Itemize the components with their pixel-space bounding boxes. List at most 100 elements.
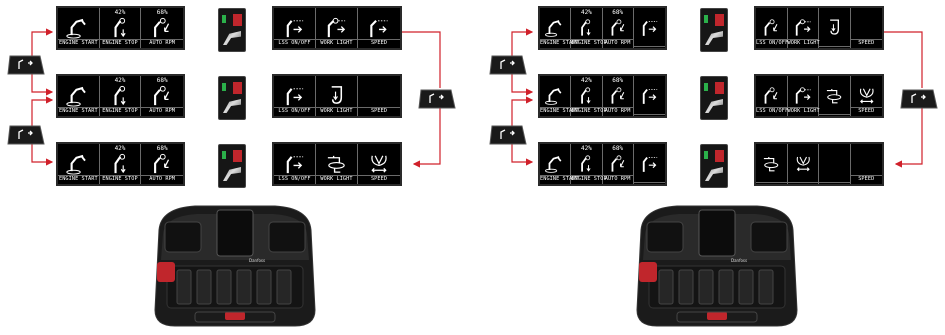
screen-button-cell: 68% AUTO RPM: [141, 144, 183, 184]
engine-stop-icon: [103, 84, 138, 107]
screen-button-label: AUTO RPM: [602, 107, 633, 115]
screen-button-cell: SPEED: [358, 144, 400, 184]
controller-brand-label: Danfoss: [249, 258, 266, 263]
screen-button-cell: WORK LIGHT: [316, 76, 358, 116]
red-indicator: [233, 150, 242, 162]
screen-button-cell: [633, 76, 665, 116]
lss-icon: [277, 152, 312, 175]
display-thumbnail: [218, 8, 246, 52]
screen-button-cell: SPEED: [358, 76, 400, 116]
joystick-controller: Danfoss: [145, 200, 325, 330]
screen-button-label: AUTO RPM: [602, 175, 633, 183]
boom-graphic: [223, 99, 241, 113]
rotate-icon: [759, 152, 784, 175]
auto-rpm-icon: [606, 152, 630, 175]
screen-button-label: ENGINE STOP: [571, 39, 607, 46]
screen-button-cell: WORK LIGHT: [316, 144, 358, 184]
boom-graphic: [705, 167, 723, 181]
engine-start-icon: [61, 152, 96, 175]
red-indicator: [233, 14, 242, 26]
lss-icon: [637, 84, 662, 107]
screen-button-cell: [633, 8, 665, 48]
screen-button-label: LSS ON/OFF: [274, 39, 315, 47]
percent-readout: 42%: [580, 9, 592, 16]
screen-button-label: [633, 182, 665, 183]
screen-button-label: ENGINE START: [540, 107, 579, 114]
green-indicator: [222, 151, 226, 159]
right-display-screen: SPEED: [754, 142, 884, 186]
screen-button-cell: LSS ON/OFF: [756, 8, 788, 48]
joystick-button-icon: [488, 54, 528, 76]
auto-rpm-icon: [759, 16, 784, 39]
lss-icon: [637, 16, 662, 39]
screen-button-cell: ENGINE START: [58, 144, 100, 184]
engine-start-icon: [543, 152, 567, 175]
screen-button-label: LSS ON/OFF: [274, 107, 315, 115]
joystick-button-icon: [488, 124, 528, 146]
screen-button-label: LSS ON/OFF: [756, 107, 789, 114]
auto-rpm-icon: [144, 16, 180, 39]
tilt-icon: [791, 152, 816, 175]
screen-button-cell: ENGINE START: [58, 8, 100, 48]
tilt-icon: [854, 84, 880, 107]
screen-button-label: ENGINE START: [540, 39, 579, 46]
percent-readout: 42%: [114, 9, 126, 16]
screen-button-cell: [756, 144, 788, 184]
work-light-icon: [791, 84, 816, 107]
boom-graphic: [223, 167, 241, 181]
screen-button-label: [819, 46, 850, 47]
screen-button-cell: [633, 144, 665, 184]
display-thumbnail: [700, 8, 728, 52]
screen-button-cell: ENGINE START: [540, 76, 579, 116]
rotate-icon: [319, 152, 354, 175]
percent-readout: 42%: [580, 145, 592, 152]
screen-button-cell: 68%AUTO RPM: [141, 76, 183, 116]
screen-button-cell: 42% ENGINE STOP: [571, 144, 607, 184]
screen-button-cell: 68%AUTO RPM: [602, 144, 634, 184]
auto-rpm-icon: [144, 84, 180, 107]
engine-stop-icon: [574, 152, 598, 175]
screen-button-label: WORK LIGHT: [316, 39, 357, 47]
tilt-icon: [361, 152, 397, 175]
screen-button-label: ENGINE STOP: [571, 175, 607, 182]
screen-button-cell: 42%ENGINE STOP: [99, 144, 142, 184]
joystick-controller: Danfoss: [627, 200, 807, 330]
work-light-icon: [319, 16, 354, 39]
screen-button-cell: 68%AUTO RPM: [141, 8, 183, 48]
hook-icon: [319, 84, 354, 107]
screen-button-cell: 42%ENGINE STOP: [99, 76, 142, 116]
screen-button-cell: [819, 8, 851, 48]
engine-stop-icon: [574, 84, 598, 107]
empty-slot: [854, 152, 880, 175]
screen-button-cell: LSS ON/OFF: [756, 76, 788, 116]
screen-button-label: ENGINE STOP: [571, 107, 607, 114]
screen-button-label: LSS ON/OFF: [756, 39, 789, 46]
display-thumbnail: [700, 144, 728, 188]
red-indicator: [715, 150, 724, 162]
display-thumbnail: [218, 76, 246, 120]
controller-brand-label: Danfoss: [731, 258, 748, 263]
green-indicator: [704, 15, 708, 23]
screen-button-label: SPEED: [358, 107, 400, 115]
joystick-button-icon: [6, 54, 46, 76]
auto-rpm-icon: [606, 16, 630, 39]
percent-readout: 68%: [156, 77, 168, 84]
lss-icon: [637, 152, 662, 175]
screen-button-cell: LSS ON/OFF: [274, 144, 316, 184]
percent-readout: 68%: [612, 77, 624, 84]
screen-button-cell: 42%ENGINE STOP: [99, 8, 142, 48]
hook-icon: [822, 16, 847, 39]
percent-readout: 68%: [156, 145, 168, 152]
screen-button-label: AUTO RPM: [141, 175, 183, 183]
display-thumbnail: [700, 76, 728, 120]
screen-button-label: SPEED: [358, 39, 400, 47]
work-light-icon: [791, 16, 816, 39]
screen-button-label: WORK LIGHT: [316, 175, 357, 183]
engine-stop-icon: [103, 16, 138, 39]
